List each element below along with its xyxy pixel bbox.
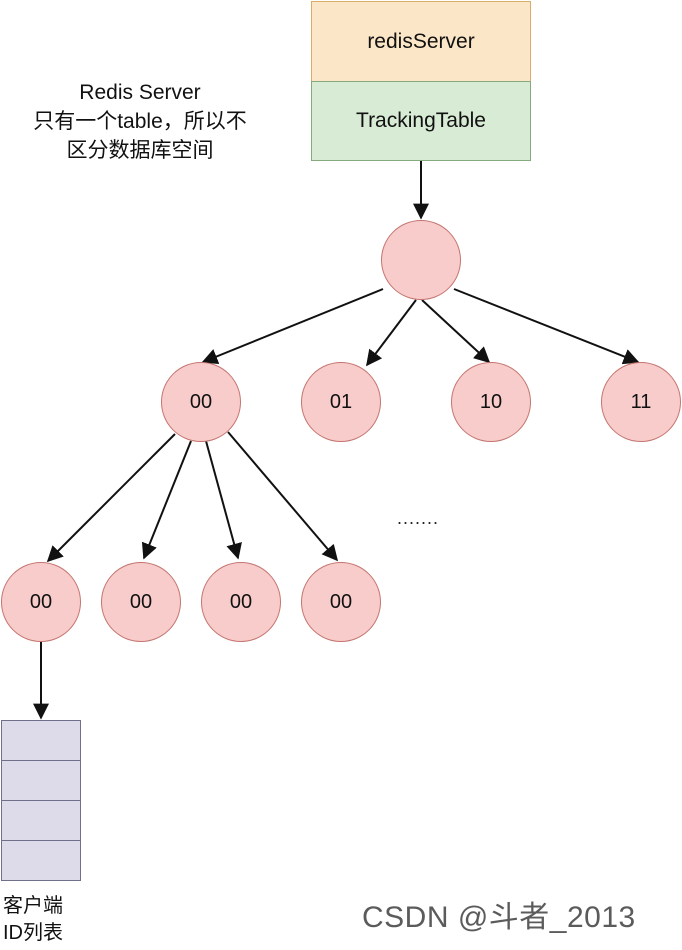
- level2-node-label: 00: [29, 590, 53, 613]
- client-id-cell: [2, 841, 80, 881]
- redis-server-box: redisServer: [311, 1, 531, 82]
- client-id-label-line-2: ID列表: [3, 922, 63, 944]
- level2-node-c: 00: [201, 562, 281, 642]
- client-id-list: [1, 720, 81, 881]
- root-node: [381, 220, 461, 300]
- redis-server-label: redisServer: [367, 29, 475, 53]
- level2-node-d: 00: [301, 562, 381, 642]
- note-line-3: 区分数据库空间: [66, 139, 214, 162]
- level1-node-01: 01: [301, 362, 381, 442]
- client-id-cell: [2, 801, 80, 841]
- client-id-cell: [2, 721, 80, 761]
- client-id-label-line-1: 客户端: [3, 895, 63, 917]
- note-line-2: 只有一个table，所以不: [33, 110, 247, 133]
- note-line-1: Redis Server: [79, 81, 201, 104]
- client-id-cell: [2, 761, 80, 801]
- edge-root-to-00: [201, 288, 384, 365]
- level2-node-label: 00: [129, 590, 153, 613]
- watermark: CSDN @斗者_2013: [362, 901, 636, 934]
- edge-00-to-child-c: [205, 440, 242, 560]
- edge-00-to-child-d: [227, 431, 339, 562]
- level1-node-10: 10: [451, 362, 531, 442]
- edge-root-to-11: [453, 288, 640, 365]
- client-id-list-label: 客户端 ID列表: [3, 893, 63, 947]
- edge-root-to-10: [421, 299, 491, 364]
- edge-00-to-child-a: [46, 433, 176, 563]
- more-nodes-ellipsis: .......: [397, 508, 440, 528]
- level2-node-b: 00: [101, 562, 181, 642]
- redis-server-note: Redis Server 只有一个table，所以不 区分数据库空间: [10, 78, 270, 165]
- edge-00-to-child-b: [141, 440, 192, 560]
- level1-node-label: 11: [630, 390, 652, 413]
- level1-node-label: 10: [479, 390, 503, 413]
- level1-node-11: 11: [601, 362, 681, 442]
- edge-root-to-01: [366, 299, 417, 367]
- level1-node-00: 00: [161, 362, 241, 442]
- level2-node-label: 00: [229, 590, 253, 613]
- tracking-table-box: TrackingTable: [311, 81, 531, 161]
- level2-node-a: 00: [1, 562, 81, 642]
- level1-node-label: 00: [189, 390, 213, 413]
- level2-node-label: 00: [329, 590, 353, 613]
- level1-node-label: 01: [329, 390, 353, 413]
- tracking-table-label: TrackingTable: [356, 109, 486, 132]
